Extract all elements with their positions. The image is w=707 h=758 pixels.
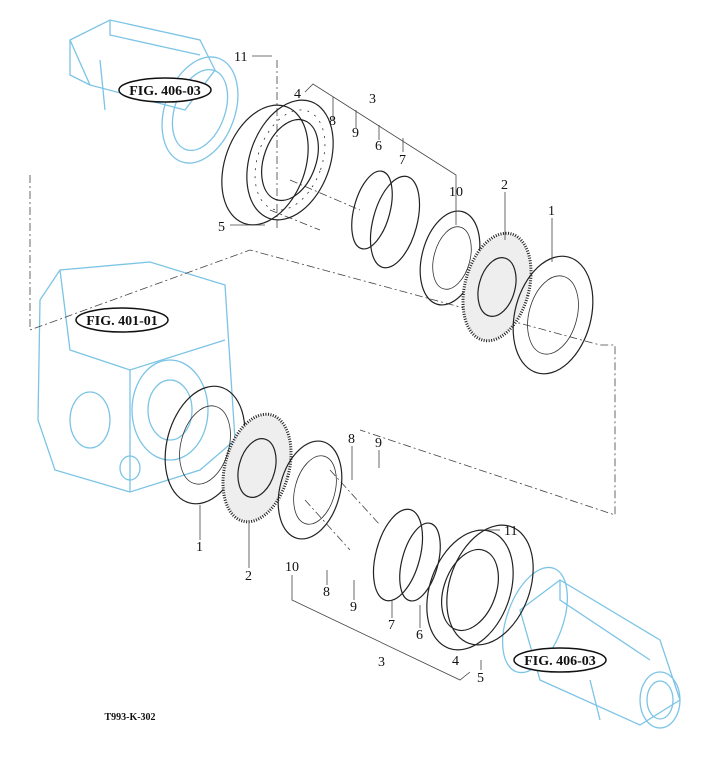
callout-9: 9 [375,436,382,451]
callout-10: 10 [285,560,299,575]
leader-lines [199,55,553,681]
callout-8: 8 [329,114,336,129]
callout-7: 7 [399,153,406,168]
callout-8: 8 [323,585,330,600]
fig-ref-oval[interactable] [513,647,607,673]
callout-1: 1 [548,204,555,219]
callout-11: 11 [504,524,517,539]
piston-10-bottom [277,440,343,540]
callout-5: 5 [477,671,484,686]
plate-1 [512,255,594,375]
o-ring-7-bottom [372,508,424,602]
callout-10: 10 [449,185,463,200]
friction-disc-2 [461,231,533,343]
callout-3: 3 [378,655,385,670]
friction-disc-2-bottom [221,412,293,524]
callout-7: 7 [388,618,395,633]
fig-ref-401-01[interactable]: FIG. 401-01 [86,314,158,329]
callout-2: 2 [245,569,252,584]
axle-housing-bottom [502,566,681,729]
fig-ref-oval[interactable] [118,77,212,103]
callout-11: 11 [234,50,247,65]
callout-2: 2 [501,178,508,193]
fig-ref-406-03-top[interactable]: FIG. 406-03 [129,84,201,99]
callout-1: 1 [196,540,203,555]
o-ring-7 [369,175,421,269]
o-ring-6-bottom [399,522,441,602]
callout-6: 6 [416,628,423,643]
drawing-code: T993-K-302 [104,712,155,723]
alignment-line [29,175,616,516]
callout-9: 9 [352,126,359,141]
callout-8: 8 [348,432,355,447]
callout-4: 4 [452,654,459,669]
fig-ref-oval[interactable] [75,307,169,333]
callout-9: 9 [350,600,357,615]
fig-ref-406-03-bottom[interactable]: FIG. 406-03 [524,654,596,669]
callout-3: 3 [369,92,376,107]
brake-housing-top [221,99,334,226]
brake-housing-bottom [426,524,534,651]
transmission-case [37,261,236,493]
callout-6: 6 [375,139,382,154]
o-ring-6 [351,170,393,250]
callout-5: 5 [218,220,225,235]
callout-4: 4 [294,87,301,102]
